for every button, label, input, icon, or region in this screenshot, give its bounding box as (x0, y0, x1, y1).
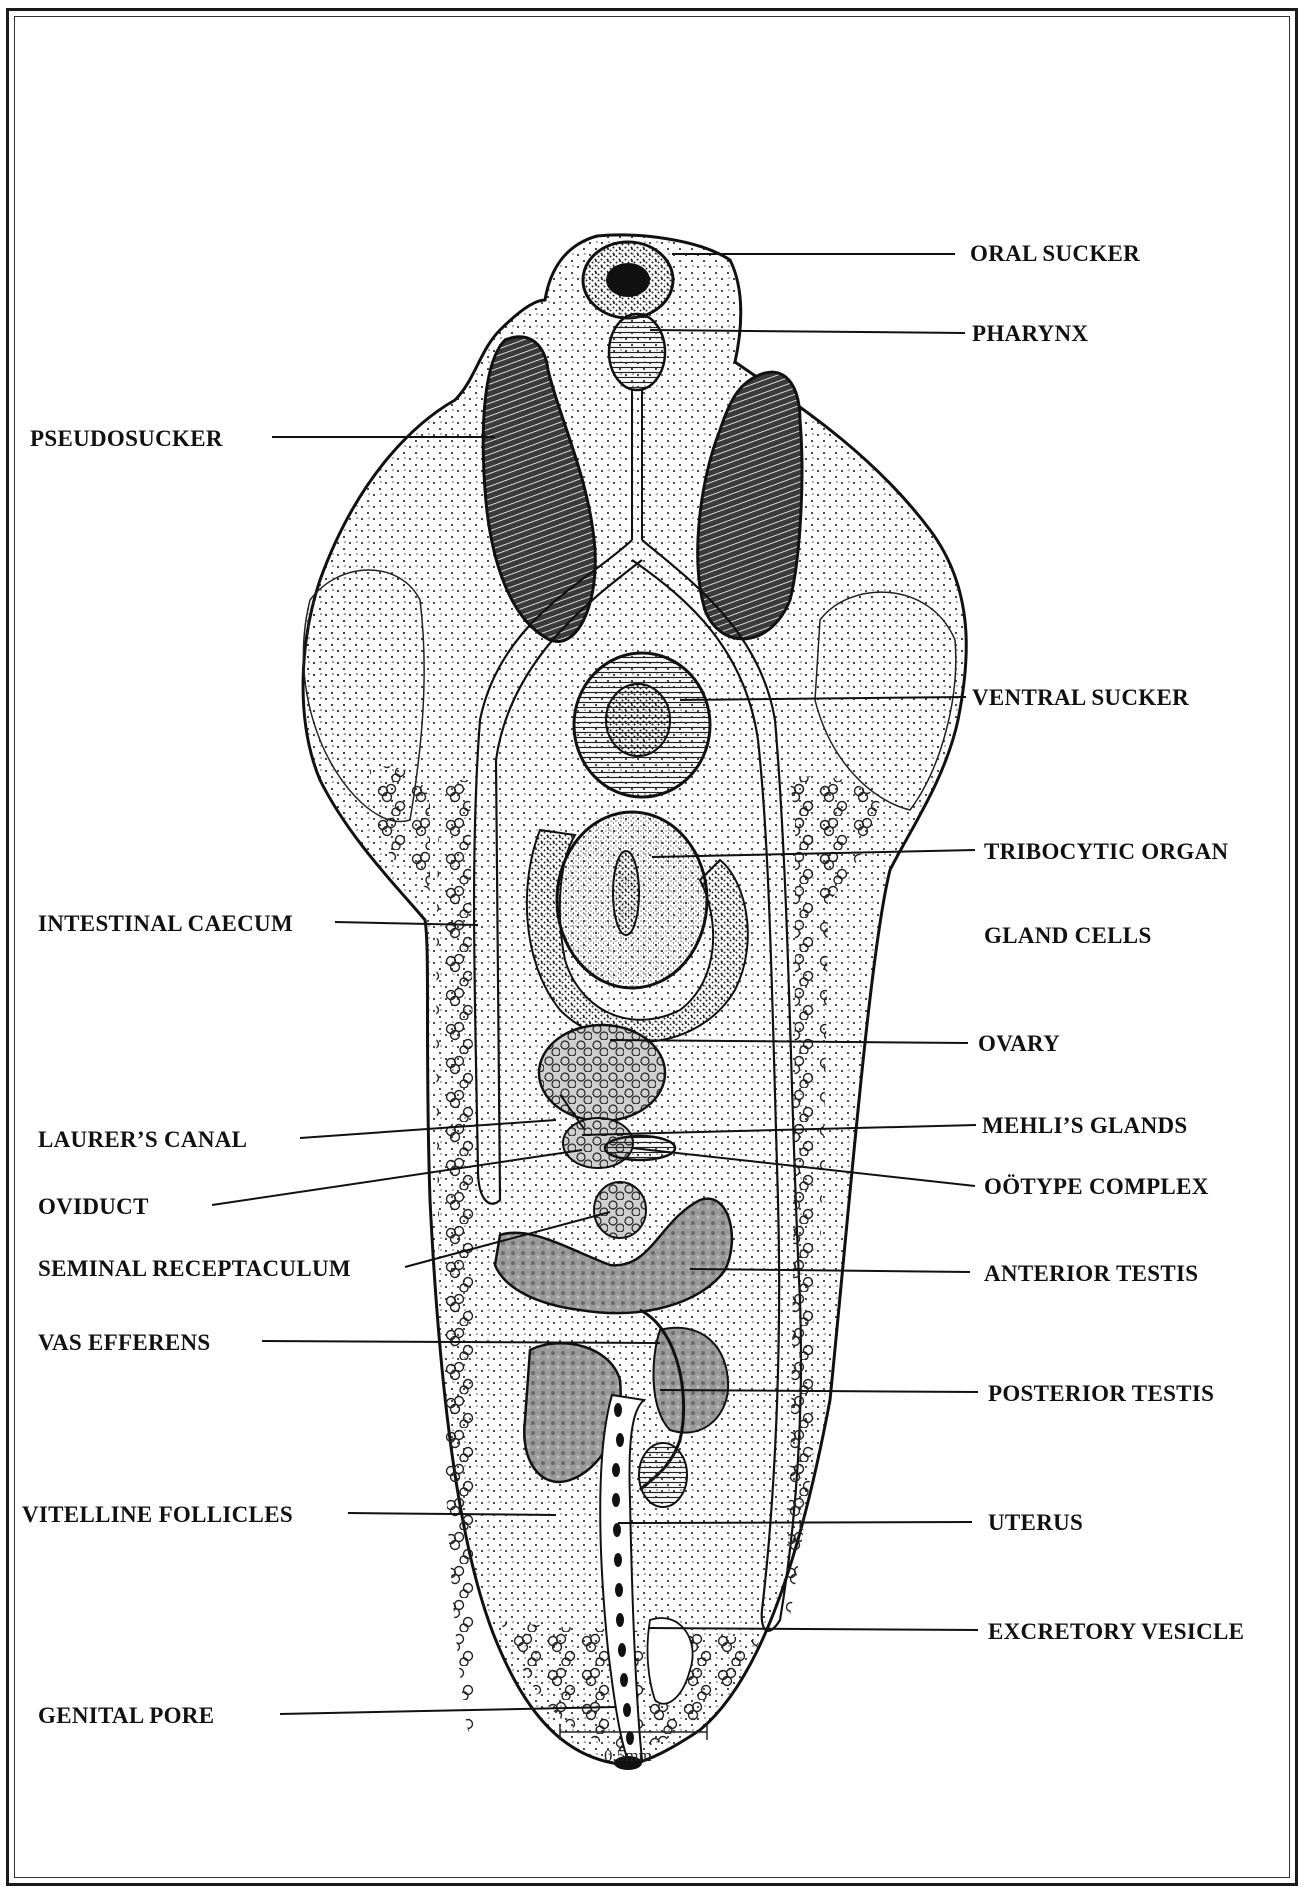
pharynx (609, 314, 665, 390)
label-oral-sucker: ORAL SUCKER (970, 241, 1140, 266)
tribocytic-slit (613, 851, 639, 935)
label-ootype-complex: OÖTYPE COMPLEX (984, 1174, 1209, 1199)
label-vitelline-follicles: VITELLINE FOLLICLES (22, 1502, 293, 1527)
label-posterior-testis: POSTERIOR TESTIS (988, 1381, 1214, 1406)
label-anterior-testis: ANTERIOR TESTIS (984, 1261, 1198, 1286)
label-pharynx: PHARYNX (972, 321, 1088, 346)
leader-uterus (618, 1522, 972, 1523)
label-excretory-vesicle: EXCRETORY VESICLE (988, 1619, 1244, 1644)
label-seminal-receptaculum: SEMINAL RECEPTACULUM (38, 1256, 351, 1281)
label-genital-pore: GENITAL PORE (38, 1703, 214, 1728)
label-laurers-canal: LAURER’S CANAL (38, 1127, 247, 1152)
label-vas-efferens: VAS EFFERENS (38, 1330, 211, 1355)
oral-sucker-lumen (606, 263, 650, 297)
label-intestinal-caecum: INTESTINAL CAECUM (38, 911, 293, 936)
scale-bar-label: 0.5mm (604, 1746, 652, 1765)
label-ovary: OVARY (978, 1031, 1060, 1056)
label-ventral-sucker: VENTRAL SUCKER (972, 685, 1189, 710)
label-oviduct: OVIDUCT (38, 1194, 149, 1219)
label-mehlis-glands: MEHLI’S GLANDS (982, 1113, 1187, 1138)
seminal-receptaculum (594, 1182, 646, 1238)
body-outline (303, 235, 966, 1765)
ventral-sucker-core (606, 684, 670, 756)
seminal-vesicle (639, 1443, 687, 1507)
label-pseudosucker: PSEUDOSUCKER (30, 426, 223, 451)
label-tribocytic-organ: TRIBOCYTIC ORGAN (984, 839, 1229, 864)
label-gland-cells: GLAND CELLS (984, 923, 1152, 948)
label-uterus: UTERUS (988, 1510, 1083, 1535)
